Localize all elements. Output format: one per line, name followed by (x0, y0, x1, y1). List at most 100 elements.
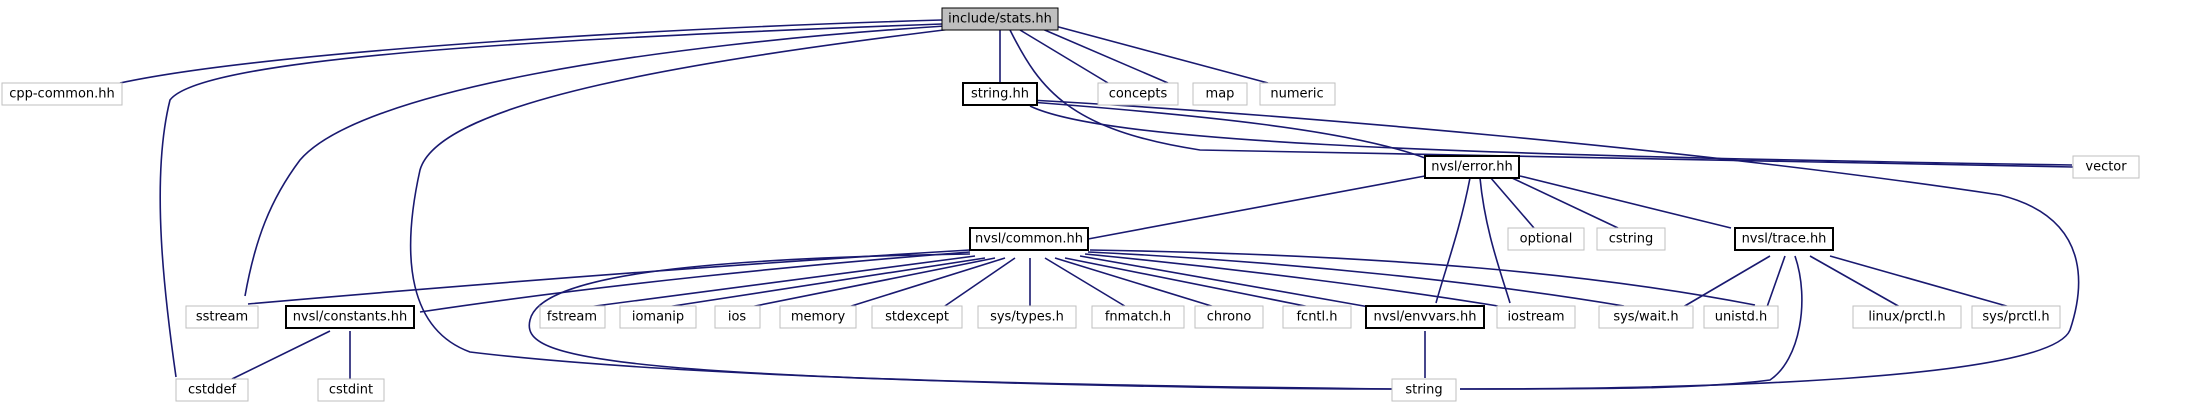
node-map: map (1192, 82, 1248, 106)
node-string-hh[interactable]: string.hh (962, 82, 1038, 106)
edge-constants-hh-cstddef (231, 330, 331, 380)
edge-common-hh-fcntl (1064, 257, 1316, 309)
node-concepts: concepts (1097, 82, 1179, 106)
edge-common-hh-iostream (1084, 253, 1499, 307)
node-nvsl-common-hh[interactable]: nvsl/common.hh (969, 227, 1089, 251)
svg-text:linux/prctl.h: linux/prctl.h (1868, 310, 1945, 325)
svg-text:iomanip: iomanip (632, 310, 684, 325)
node-fstream: fstream (539, 305, 606, 329)
svg-text:nvsl/common.hh: nvsl/common.hh (975, 232, 1083, 247)
node-ios: ios (714, 305, 761, 329)
svg-text:sstream: sstream (196, 310, 248, 325)
edge-common-hh-fstream (579, 255, 976, 309)
node-cstddef: cstddef (175, 378, 249, 402)
node-sys-wait-h: sys/wait.h (1598, 305, 1694, 329)
edge-error-hh-cstring (1509, 176, 1619, 229)
edge-root-map (1039, 27, 1169, 84)
edge-common-hh-unistd (1089, 249, 1756, 306)
node-nvsl-constants-hh[interactable]: nvsl/constants.hh (285, 305, 415, 329)
edge-error-hh-trace-hh (1519, 175, 1732, 229)
edge-common-hh-stdexcept (941, 257, 1016, 309)
edge-common-hh-envvars-hh (1079, 255, 1376, 309)
edge-root-cpp-common (119, 19, 943, 84)
svg-text:memory: memory (791, 310, 846, 325)
edge-common-hh-constants-hh (419, 251, 971, 313)
node-unistd-h: unistd.h (1703, 305, 1779, 329)
edge-root-cstddef (159, 23, 943, 378)
svg-text:optional: optional (1520, 232, 1573, 247)
node-cstring: cstring (1596, 227, 1666, 251)
node-fnmatch-h: fnmatch.h (1091, 305, 1185, 329)
svg-text:sys/prctl.h: sys/prctl.h (1982, 310, 2049, 325)
node-sys-prctl-h: sys/prctl.h (1971, 305, 2061, 329)
svg-text:cstdint: cstdint (329, 383, 373, 398)
svg-text:unistd.h: unistd.h (1715, 310, 1768, 325)
node-linux-prctl-h: linux/prctl.h (1852, 305, 1962, 329)
svg-text:cpp-common.hh: cpp-common.hh (9, 87, 115, 102)
node-memory: memory (779, 305, 857, 329)
edge-string-hh-string (1029, 99, 2080, 390)
edge-error-hh-optional (1489, 176, 1535, 229)
svg-text:ios: ios (728, 310, 747, 325)
edge-root-concepts (1019, 29, 1109, 84)
svg-text:cstddef: cstddef (188, 383, 237, 398)
svg-text:concepts: concepts (1109, 87, 1168, 102)
node-nvsl-error-hh[interactable]: nvsl/error.hh (1424, 155, 1520, 179)
svg-text:nvsl/error.hh: nvsl/error.hh (1431, 160, 1513, 175)
node-sstream: sstream (185, 305, 259, 329)
node-vector: vector (2072, 155, 2140, 179)
dependency-nodes: include/stats.hh cpp-common.hh string.hh… (1, 7, 2140, 402)
svg-text:nvsl/trace.hh: nvsl/trace.hh (1742, 232, 1827, 247)
node-string: string (1391, 378, 1457, 402)
edge-common-hh-memory (844, 257, 1006, 309)
svg-text:fstream: fstream (547, 310, 597, 325)
edge-common-hh-string (528, 253, 1393, 390)
node-stdexcept: stdexcept (871, 305, 963, 329)
svg-text:sys/types.h: sys/types.h (990, 310, 1064, 325)
svg-text:vector: vector (2085, 160, 2127, 175)
node-iomanip: iomanip (619, 305, 697, 329)
svg-text:string: string (1405, 383, 1442, 398)
svg-text:chrono: chrono (1207, 310, 1252, 325)
edge-root-string (409, 27, 1393, 390)
edge-common-hh-ios (744, 257, 996, 309)
edge-trace-hh-linux-prctl (1809, 255, 1901, 308)
node-include-stats-hh[interactable]: include/stats.hh (941, 7, 1059, 31)
svg-text:string.hh: string.hh (971, 87, 1029, 102)
edge-string-hh-vector (1029, 105, 2073, 166)
svg-text:sys/wait.h: sys/wait.h (1613, 310, 1678, 325)
svg-text:nvsl/envvars.hh: nvsl/envvars.hh (1373, 310, 1476, 325)
dependency-edges (119, 19, 2080, 390)
edge-error-hh-common-hh (1087, 175, 1426, 240)
edge-trace-hh-unistd (1766, 255, 1786, 308)
node-cpp-common-hh: cpp-common.hh (1, 82, 123, 106)
node-chrono: chrono (1194, 305, 1264, 329)
svg-text:cstring: cstring (1609, 232, 1653, 247)
node-numeric: numeric (1259, 82, 1336, 106)
svg-text:stdexcept: stdexcept (885, 310, 949, 325)
edge-common-hh-chrono (1054, 257, 1219, 309)
svg-text:fnmatch.h: fnmatch.h (1105, 310, 1171, 325)
edge-trace-hh-string (1459, 255, 1803, 390)
edge-root-numeric (1054, 25, 1269, 84)
svg-text:iostream: iostream (1507, 310, 1564, 325)
node-sys-types-h: sys/types.h (977, 305, 1077, 329)
svg-text:fcntl.h: fcntl.h (1296, 310, 1337, 325)
edge-root-sstream (244, 25, 946, 297)
edge-error-hh-envvars-hh (1435, 177, 1471, 304)
node-cstdint: cstdint (317, 378, 385, 402)
edge-common-hh-fnmatch (1044, 257, 1129, 309)
svg-text:include/stats.hh: include/stats.hh (948, 12, 1052, 27)
node-iostream: iostream (1496, 305, 1576, 329)
edge-string-hh-error-hh (1029, 101, 1426, 159)
edge-common-hh-iomanip (659, 257, 986, 309)
svg-text:nvsl/constants.hh: nvsl/constants.hh (293, 310, 408, 325)
svg-text:numeric: numeric (1270, 87, 1323, 102)
node-nvsl-trace-hh[interactable]: nvsl/trace.hh (1734, 227, 1834, 251)
node-optional: optional (1507, 227, 1585, 251)
edge-trace-hh-sys-wait (1682, 255, 1771, 308)
node-fcntl-h: fcntl.h (1282, 305, 1352, 329)
edge-trace-hh-sys-prctl (1829, 255, 2011, 308)
node-nvsl-envvars-hh[interactable]: nvsl/envvars.hh (1365, 305, 1485, 329)
